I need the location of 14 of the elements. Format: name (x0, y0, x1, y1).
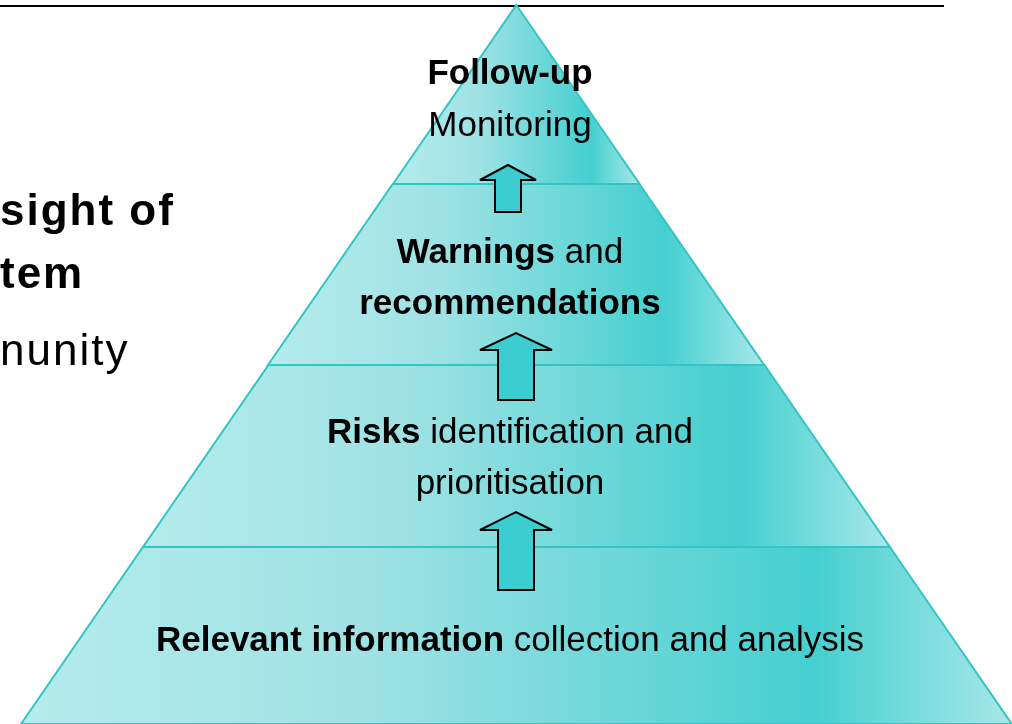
heading-text: tem (0, 248, 85, 298)
tier-text: Warnings and recommendations (358, 230, 662, 323)
tier-text: Risks identification and prioritisation (326, 410, 694, 503)
heading-text: sight of (0, 185, 175, 235)
pyramid-tier (20, 547, 1012, 724)
block-arrow (479, 510, 553, 591)
tier-text: Relevant information collection and analysis (154, 617, 865, 660)
pyramid-tier (267, 184, 765, 365)
tier-text: Monitoring (427, 102, 593, 145)
tier-heading: Follow-up (426, 50, 594, 93)
block-arrow (479, 163, 537, 213)
block-arrow (479, 331, 553, 401)
heading-text: nunity (0, 325, 130, 375)
pyramid-tier (142, 365, 890, 547)
